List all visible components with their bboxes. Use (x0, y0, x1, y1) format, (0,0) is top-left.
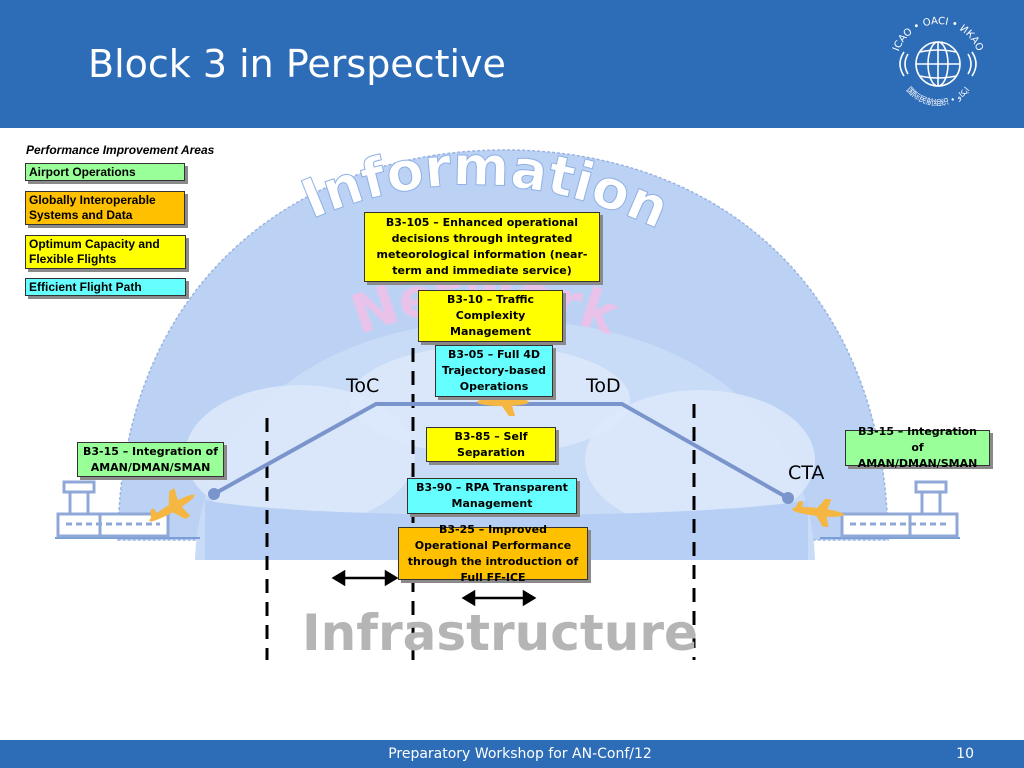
cloud-left (185, 385, 415, 525)
legend-optimum-capacity: Optimum Capacity and Flexible Flights (25, 235, 186, 269)
module-b3-15-left: B3-15 – Integration of AMAN/DMAN/SMAN (77, 442, 224, 477)
airplane-arrival-icon (792, 498, 844, 528)
icao-emblem-icon: ICAO • OACI • ИКАО 国际民航组织 • ايكاو (891, 16, 985, 108)
tod-label: ToD (586, 375, 621, 397)
cta-label: CTA (788, 462, 825, 484)
footer-text: Preparatory Workshop for AN-Conf/12 (388, 746, 652, 762)
module-b3-90: B3-90 – RPA Transparent Management (407, 478, 577, 514)
header-bar (0, 0, 1024, 128)
infrastructure-word: Infrastructure (302, 604, 698, 662)
legend-efficient-flight-path: Efficient Flight Path (25, 278, 186, 296)
trajectory-start-point (208, 488, 220, 500)
module-b3-85: B3-85 – Self Separation (426, 427, 556, 462)
cloud-right (585, 390, 815, 530)
footer-bar (0, 740, 1024, 768)
control-tower-left-icon (56, 480, 170, 538)
double-arrow-icon (331, 569, 399, 587)
toc-label: ToC (346, 375, 380, 397)
double-arrow-icon (461, 589, 537, 607)
trajectory-end-point (782, 492, 794, 504)
module-b3-10: B3-10 – Traffic Complexity Management (418, 290, 563, 342)
module-b3-25: B3-25 – Improved Operational Performance… (398, 523, 588, 584)
legend-title: Performance Improvement Areas (26, 143, 215, 157)
module-b3-05: B3-05 – Full 4D Trajectory-based Operati… (435, 345, 553, 397)
control-tower-right-icon (840, 480, 959, 538)
legend-interoperable-systems: Globally Interoperable Systems and Data (25, 191, 185, 225)
module-b3-105: B3-105 – Enhanced operational decisions … (364, 212, 600, 282)
module-b3-15-right: B3-15 – Integration of AMAN/DMAN/SMAN (845, 425, 990, 470)
legend-airport-operations: Airport Operations (25, 163, 185, 181)
airplane-departure-icon (149, 488, 195, 522)
page-number: 10 (956, 746, 974, 762)
slide-title: Block 3 in Perspective (88, 42, 506, 86)
